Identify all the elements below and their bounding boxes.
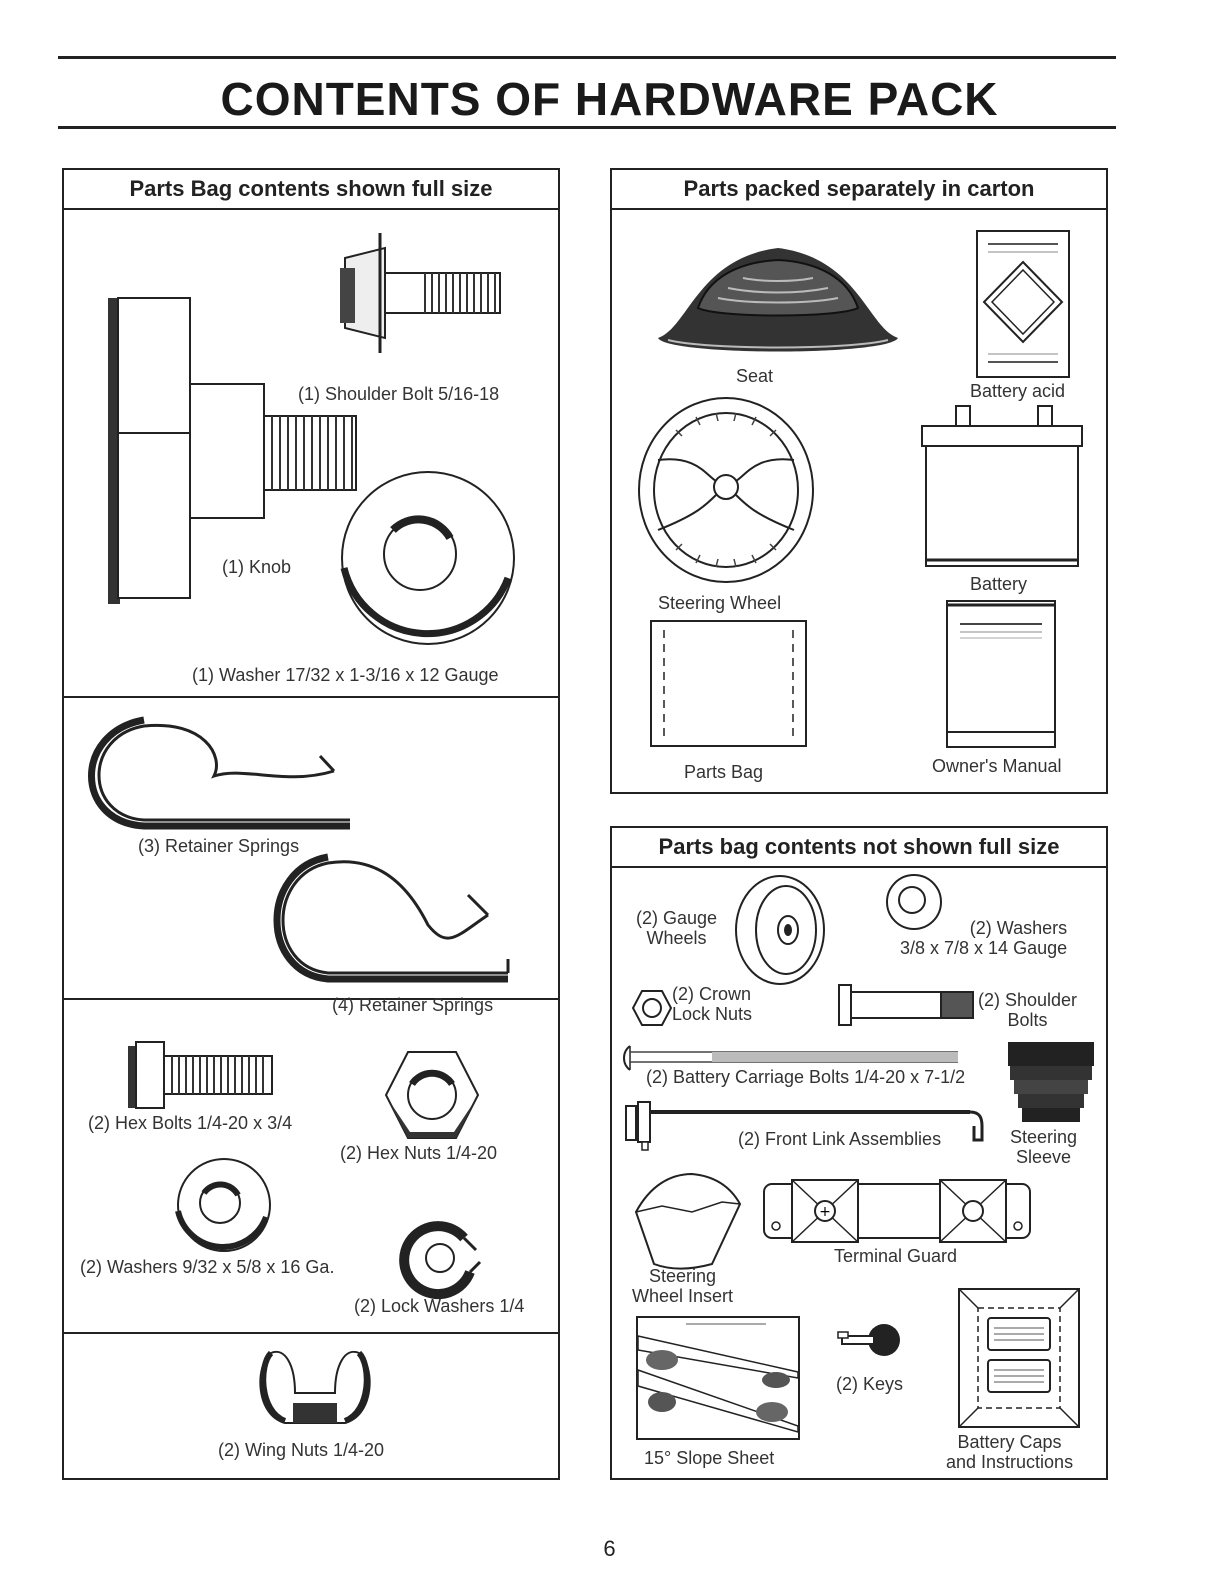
bag-shoulder-bolts-line-2: Bolts [1007,1010,1048,1030]
steering-wheel-icon [638,397,814,583]
washers-small-label: (2) Washers 9/32 x 5/8 x 16 Ga. [80,1257,335,1277]
left-panel: Parts Bag contents shown full size [62,168,560,1480]
seat-label: Seat [736,366,774,386]
bag-washers-label: (2) Washers 3/8 x 7/8 x 14 Gauge [900,918,1067,958]
gauge-wheels-label: (2) Gauge Wheels [636,908,717,948]
page-title: CONTENTS OF HARDWARE PACK [220,73,999,125]
battery-caps-label: Battery Caps and Instructions [946,1432,1073,1472]
top-rule [58,56,1116,59]
right-top-panel-heading: Parts packed separately in carton [612,170,1106,210]
battery-caps-line-1: Battery Caps [957,1432,1062,1452]
hex-bolt-icon [128,1041,273,1109]
hex-nut-icon [384,1051,480,1139]
slope-sheet-icon [636,1316,800,1440]
bag-washers-line-1: (2) Washers [969,918,1068,938]
crown-nuts-line-1: (2) Crown [672,984,752,1004]
knob-icon [108,297,357,604]
keys-label: (2) Keys [836,1374,904,1394]
slope-sheet-label: 15° Slope Sheet [644,1448,775,1468]
carriage-bolt-icon [623,1045,958,1071]
knob-label: (1) Knob [222,557,292,577]
key-icon [837,1324,900,1356]
retainer-springs-4-label: (4) Retainer Springs [332,995,494,1015]
left-divider-1 [64,696,558,698]
steering-sleeve-icon [1008,1042,1094,1122]
right-top-panel: Parts packed separately in carton [610,168,1108,794]
bag-shoulder-bolts-label: (2) Shoulder Bolts [978,990,1077,1030]
front-link-icon [625,1101,984,1151]
wheel-insert-label: Steering Wheel Insert [632,1266,733,1306]
left-divider-2 [64,998,558,1000]
gauge-wheel-icon [735,875,825,985]
terminal-guard-label: Terminal Guard [834,1246,958,1266]
retainer-spring-small-icon [88,716,350,830]
wing-nut-icon [259,1350,371,1424]
lock-washers-label: (2) Lock Washers 1/4 [354,1296,525,1316]
bag-washers-line-2: 3/8 x 7/8 x 14 Gauge [900,938,1068,958]
wing-nuts-label: (2) Wing Nuts 1/4-20 [218,1440,385,1460]
small-washer-icon [175,1158,271,1252]
battery-caps-line-2: and Instructions [946,1452,1074,1472]
right-bottom-panel: Parts bag contents not shown full size [610,826,1108,1480]
title-rule [58,126,1116,129]
bag-shoulder-bolts-line-1: (2) Shoulder [978,990,1078,1010]
battery-acid-icon [976,230,1070,378]
wheel-insert-line-1: Steering [649,1266,717,1286]
steering-sleeve-line-2: Sleeve [1016,1147,1072,1167]
carriage-bolts-label: (2) Battery Carriage Bolts 1/4-20 x 7-1/… [646,1067,966,1087]
terminal-guard-icon: + [763,1179,1031,1243]
shoulder-bolt-label: (1) Shoulder Bolt 5/16-18 [298,384,500,404]
crown-nuts-label: (2) Crown Lock Nuts [672,984,752,1024]
front-link-label: (2) Front Link Assemblies [738,1129,942,1149]
steering-sleeve-label: Steering Sleeve [1010,1127,1077,1167]
crown-nut-icon [631,990,673,1026]
page-number: 6 [603,1536,616,1561]
steering-wheel-label: Steering Wheel [658,593,782,613]
crown-nuts-line-2: Lock Nuts [672,1004,753,1024]
retainer-spring-large-icon [273,853,510,983]
right-bottom-panel-heading: Parts bag contents not shown full size [612,828,1106,868]
bag-shoulder-bolt-icon [838,984,974,1026]
retainer-springs-3-label: (3) Retainer Springs [138,836,300,856]
lock-washer-icon [399,1221,482,1300]
hex-bolts-label: (2) Hex Bolts 1/4-20 x 3/4 [88,1113,293,1133]
washer-label: (1) Washer 17/32 x 1-3/16 x 12 Gauge [192,665,499,685]
parts-bag-icon [650,620,807,747]
battery-caps-icon [958,1288,1080,1428]
left-panel-heading: Parts Bag contents shown full size [64,170,558,210]
svg-text:+: + [819,1204,831,1220]
hex-nuts-label: (2) Hex Nuts 1/4-20 [340,1143,498,1163]
owners-manual-label: Owner's Manual [932,756,1062,776]
shoulder-bolt-icon [340,233,501,353]
gauge-wheels-line-2: Wheels [646,928,707,948]
left-divider-3 [64,1332,558,1334]
seat-icon [658,248,898,352]
parts-bag-label: Parts Bag [684,762,764,782]
battery-icon [921,405,1083,567]
bag-washer-icon [886,874,942,930]
battery-acid-label: Battery acid [970,381,1066,401]
owners-manual-icon [946,600,1056,748]
battery-label: Battery [970,574,1028,594]
steering-sleeve-line-1: Steering [1010,1127,1078,1147]
washer-icon [340,471,515,645]
wheel-insert-icon [634,1172,742,1270]
gauge-wheels-line-1: (2) Gauge [636,908,718,928]
wheel-insert-line-2: Wheel Insert [632,1286,734,1306]
